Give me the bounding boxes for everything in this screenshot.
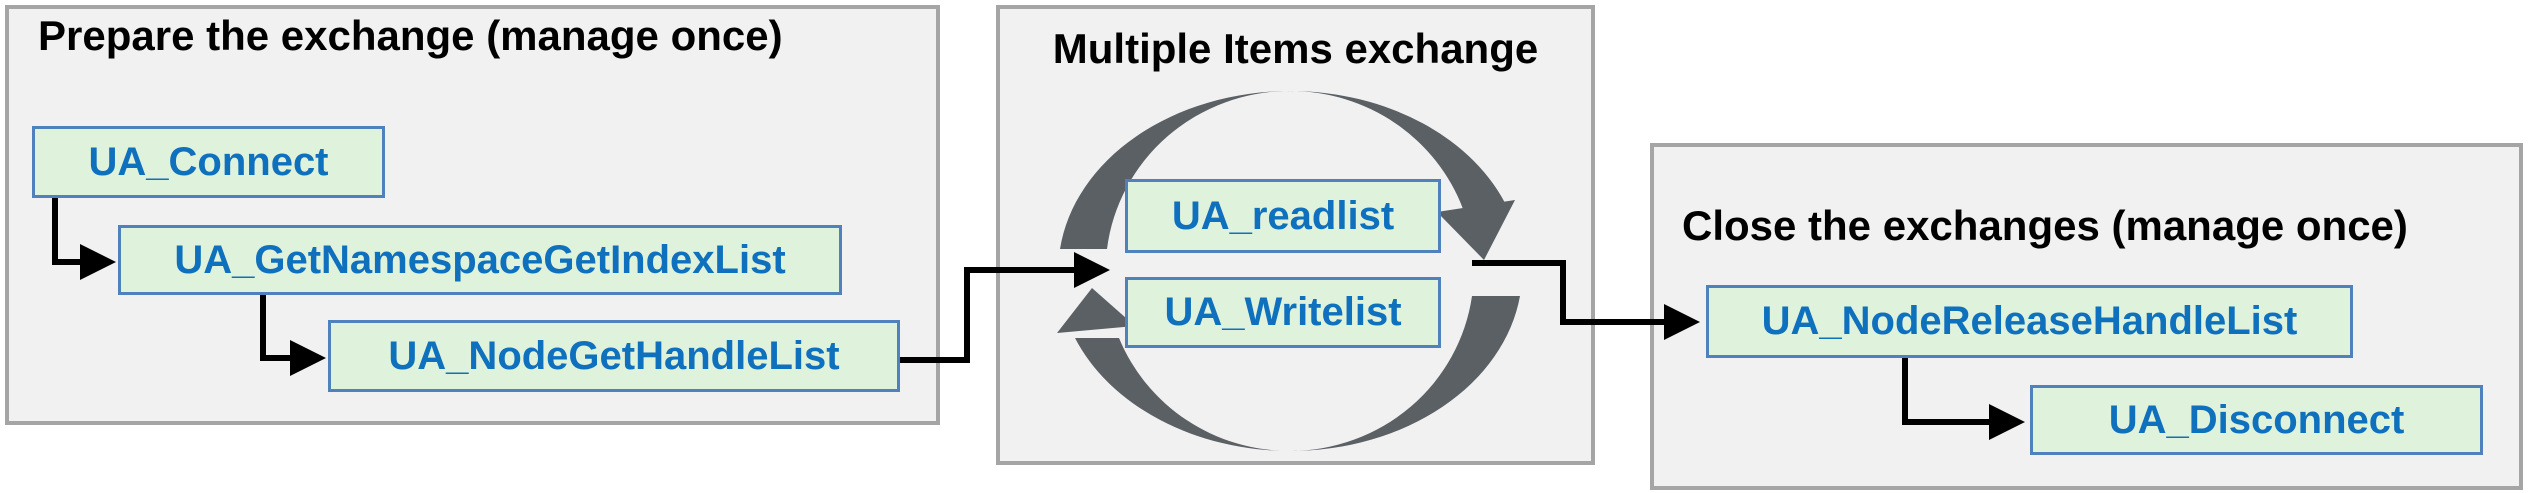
box-ua-writelist-label: UA_Writelist [1164, 290, 1402, 334]
box-ua-nodegethandlelist: UA_NodeGetHandleList [328, 320, 900, 392]
arrowhead-into-cycle [1074, 252, 1110, 288]
arrowhead-getnamespace [80, 244, 116, 280]
box-ua-connect: UA_Connect [32, 126, 385, 198]
panel-prepare-title: Prepare the exchange (manage once) [38, 12, 783, 59]
box-ua-getnamespacegetindexlist: UA_GetNamespaceGetIndexList [118, 225, 842, 295]
connector-release-to-disconnect [1902, 355, 1991, 425]
arrowhead-into-release [1664, 304, 1700, 340]
box-ua-writelist: UA_Writelist [1125, 277, 1441, 348]
connector-getnamespace-to-gethandle [260, 291, 292, 361]
panel-multiple-items-title: Multiple Items exchange [1052, 25, 1539, 72]
arrowhead-into-disconnect [1989, 404, 2025, 440]
connector-connect-to-getnamespace [52, 194, 82, 265]
connector-cycle-to-release [1472, 260, 1666, 325]
box-ua-disconnect: UA_Disconnect [2030, 385, 2483, 455]
box-ua-nodereleasehandlelist: UA_NodeReleaseHandleList [1706, 285, 2353, 358]
box-ua-readlist: UA_readlist [1125, 179, 1441, 253]
cycle-arrowhead-right-down [1437, 200, 1515, 260]
box-ua-nodereleasehandlelist-label: UA_NodeReleaseHandleList [1761, 299, 2298, 343]
box-ua-connect-label: UA_Connect [88, 139, 329, 184]
cycle-arc-bottom-right [1290, 296, 1520, 452]
cycle-arrowhead-left-up [1057, 288, 1135, 333]
connector-arrowheads [80, 244, 2025, 440]
box-ua-getnamespacegetindexlist-label: UA_GetNamespaceGetIndexList [174, 237, 786, 282]
box-ua-readlist-label: UA_readlist [1171, 193, 1395, 238]
box-ua-nodegethandlelist-label: UA_NodeGetHandleList [388, 333, 840, 378]
connectors [52, 194, 1991, 425]
connector-gethandle-to-cycle [897, 267, 1076, 363]
cycle-arc-top-right [1290, 90, 1508, 209]
panel-close-title: Close the exchanges (manage once) [1682, 202, 2408, 249]
cycle-arrows [1057, 90, 1520, 452]
cycle-arc-bottom-left [1075, 338, 1290, 452]
cycle-arc-top-left [1060, 90, 1290, 250]
arrowhead-gethandle [290, 340, 326, 376]
box-ua-disconnect-label: UA_Disconnect [2108, 397, 2405, 442]
